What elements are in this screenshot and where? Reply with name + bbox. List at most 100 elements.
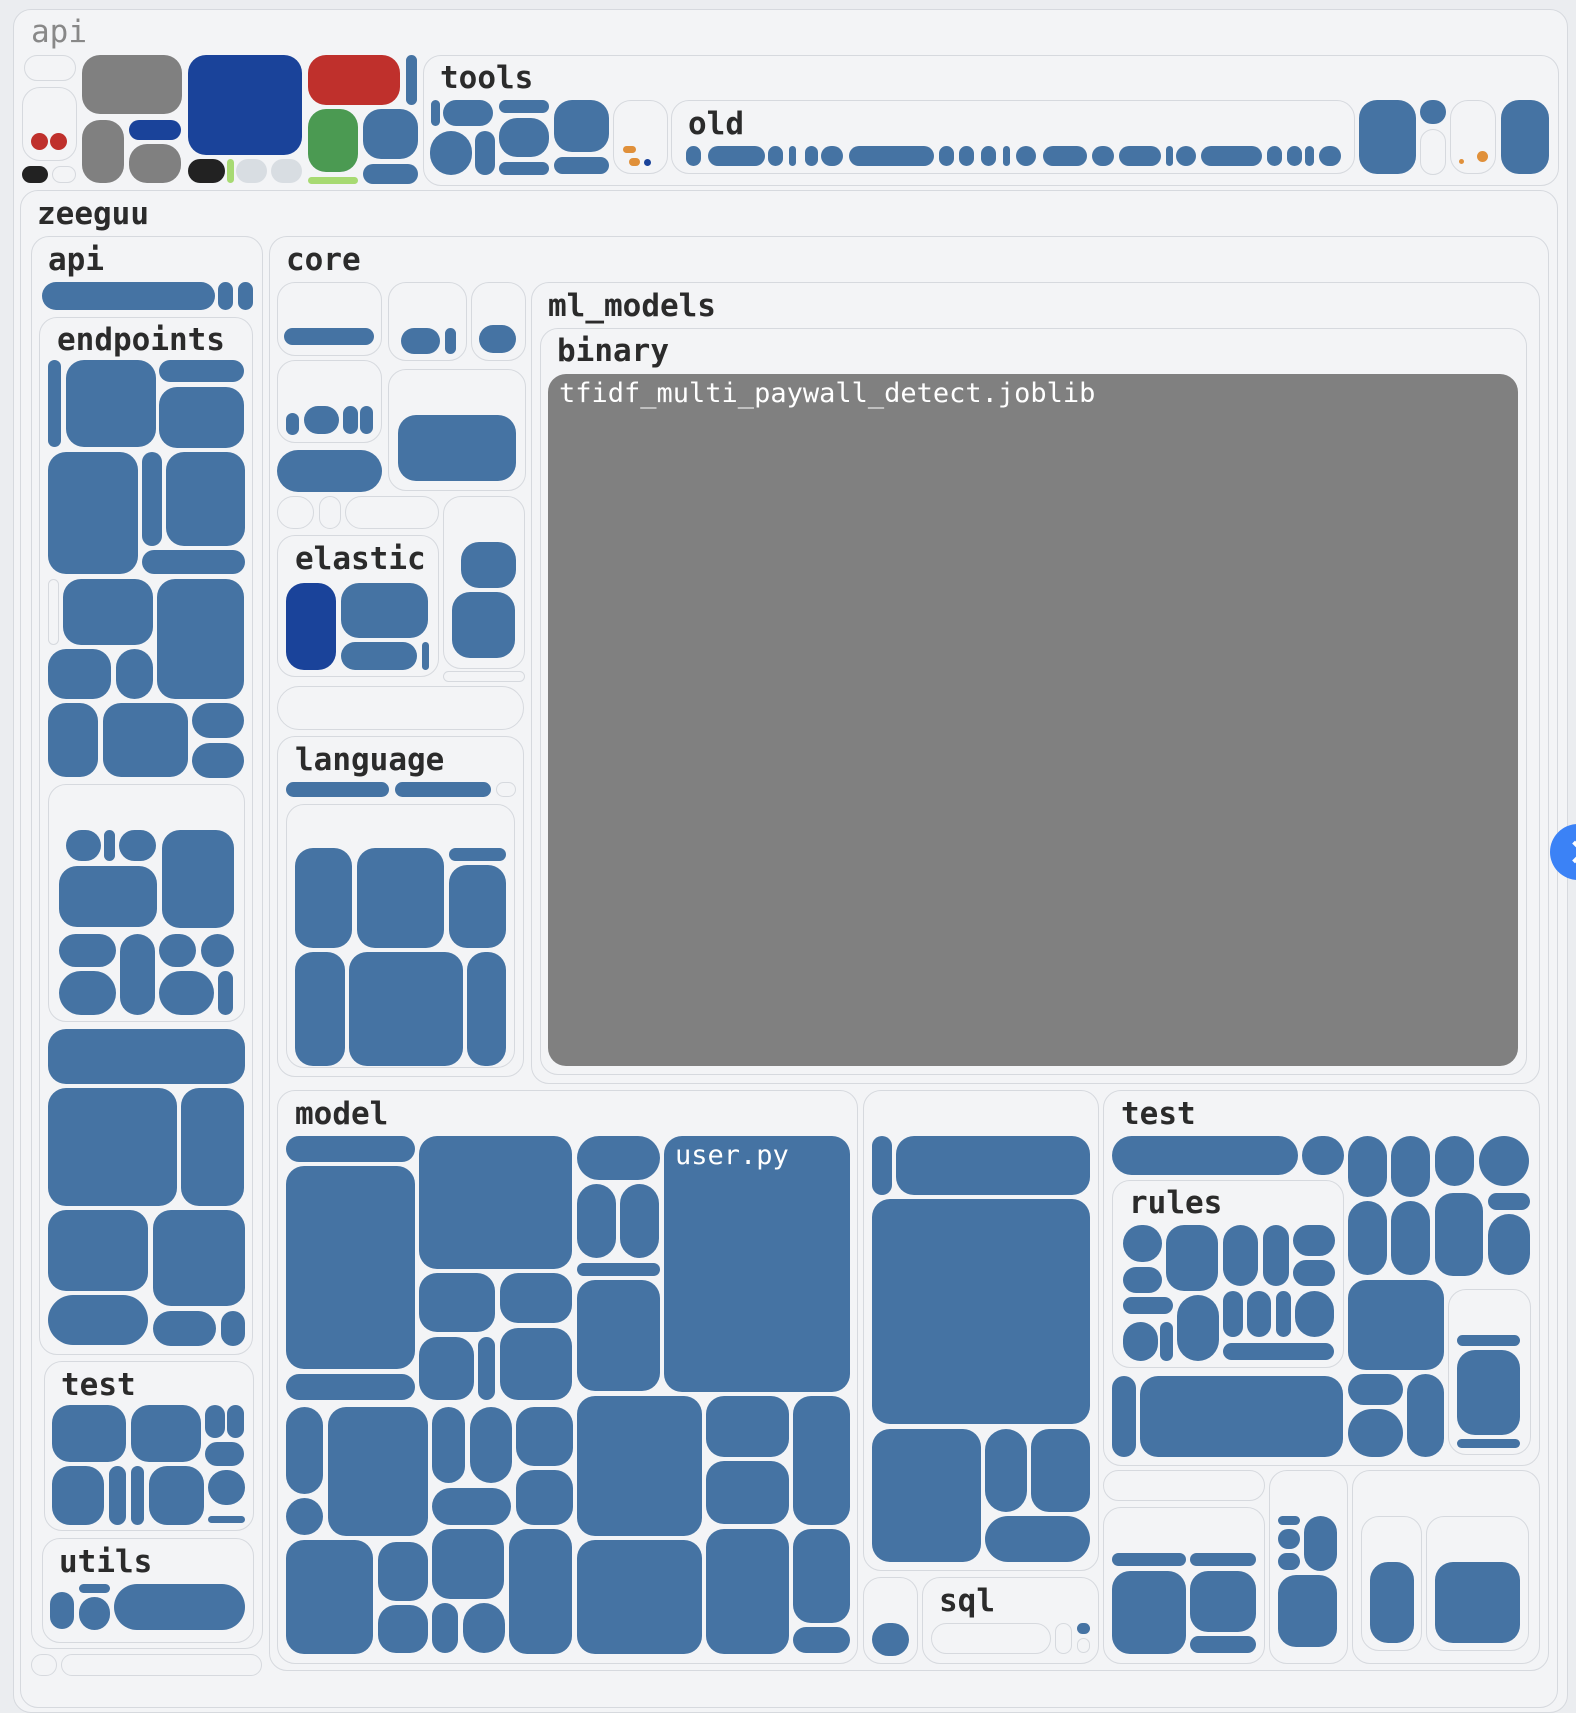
file-tile[interactable] bbox=[706, 1396, 789, 1457]
empty-folder[interactable] bbox=[319, 496, 341, 529]
file-tile[interactable] bbox=[59, 934, 116, 967]
file-tile[interactable] bbox=[1477, 151, 1488, 162]
file-tile[interactable] bbox=[153, 1210, 245, 1306]
empty-folder[interactable] bbox=[345, 496, 439, 529]
file-tile[interactable] bbox=[1435, 1136, 1474, 1186]
file-tile[interactable] bbox=[872, 1136, 892, 1195]
file-tile[interactable] bbox=[467, 952, 506, 1066]
file-tile[interactable] bbox=[208, 1470, 245, 1505]
folder-tools-sub2[interactable] bbox=[1450, 100, 1496, 174]
file-tile[interactable] bbox=[789, 146, 796, 166]
file-tile[interactable] bbox=[1278, 1529, 1300, 1549]
file-tile[interactable] bbox=[66, 830, 101, 861]
file-tile[interactable] bbox=[430, 131, 472, 175]
file-tile[interactable] bbox=[50, 1592, 74, 1629]
file-tile[interactable] bbox=[1223, 1225, 1258, 1286]
file-tile[interactable] bbox=[48, 703, 98, 777]
file-tile[interactable] bbox=[452, 592, 515, 658]
file-tile[interactable] bbox=[1435, 1193, 1483, 1276]
file-tile[interactable] bbox=[31, 133, 48, 150]
empty-folder[interactable] bbox=[496, 782, 516, 797]
file-tile[interactable] bbox=[1348, 1136, 1387, 1197]
file-tile[interactable] bbox=[341, 642, 417, 670]
file-tile[interactable] bbox=[142, 550, 245, 574]
file-tile[interactable] bbox=[162, 830, 234, 928]
file-tile[interactable] bbox=[793, 1627, 850, 1653]
file-tile[interactable] bbox=[1223, 1343, 1334, 1360]
file-tile[interactable] bbox=[1223, 1291, 1243, 1337]
file-tile[interactable] bbox=[706, 1461, 789, 1524]
file-tile[interactable] bbox=[1119, 146, 1161, 166]
file-tile[interactable] bbox=[1459, 159, 1464, 164]
file-tile[interactable] bbox=[1190, 1571, 1256, 1632]
file-tile[interactable] bbox=[1391, 1201, 1430, 1275]
file-tile[interactable] bbox=[1391, 1136, 1430, 1197]
file-tfidf-joblib[interactable] bbox=[548, 374, 1518, 1066]
file-tile[interactable] bbox=[793, 1529, 850, 1623]
file-tile[interactable] bbox=[419, 1273, 495, 1332]
file-tile[interactable] bbox=[768, 146, 783, 166]
file-tile[interactable] bbox=[149, 1466, 204, 1525]
file-tile[interactable] bbox=[166, 452, 245, 546]
file-tile[interactable] bbox=[516, 1407, 573, 1466]
file-tile[interactable] bbox=[1077, 1623, 1090, 1634]
file-tile[interactable] bbox=[1488, 1214, 1530, 1275]
file-tile[interactable] bbox=[82, 55, 182, 114]
file-tile[interactable] bbox=[236, 159, 267, 183]
file-tile[interactable] bbox=[192, 703, 244, 738]
file-tile[interactable] bbox=[872, 1199, 1090, 1424]
empty-folder[interactable] bbox=[1420, 129, 1446, 175]
file-tile[interactable] bbox=[431, 100, 440, 126]
file-tile[interactable] bbox=[159, 387, 244, 448]
file-tile[interactable] bbox=[419, 1136, 572, 1269]
file-tile[interactable] bbox=[120, 934, 155, 1015]
file-tile[interactable] bbox=[1302, 1136, 1344, 1175]
file-tile[interactable] bbox=[286, 1407, 323, 1494]
folder-tools-sub[interactable] bbox=[613, 100, 668, 174]
file-tile[interactable] bbox=[449, 865, 506, 948]
file-tile[interactable] bbox=[357, 848, 444, 948]
file-tile[interactable] bbox=[1278, 1516, 1300, 1525]
file-tile[interactable] bbox=[872, 1429, 981, 1562]
file-tile[interactable] bbox=[554, 157, 609, 174]
file-tile[interactable] bbox=[1457, 1335, 1520, 1346]
file-tile[interactable] bbox=[1112, 1136, 1298, 1175]
file-tile[interactable] bbox=[308, 55, 400, 105]
file-tile[interactable] bbox=[79, 1597, 110, 1630]
file-tile[interactable] bbox=[1348, 1280, 1444, 1370]
file-tile[interactable] bbox=[131, 1405, 201, 1462]
file-tile[interactable] bbox=[1319, 146, 1341, 166]
file-tile[interactable] bbox=[939, 146, 954, 166]
file-tile[interactable] bbox=[328, 1407, 428, 1536]
file-tile[interactable] bbox=[1348, 1374, 1403, 1405]
file-tile[interactable] bbox=[59, 866, 157, 927]
file-tile[interactable] bbox=[304, 406, 339, 434]
file-tile[interactable] bbox=[116, 649, 153, 699]
file-tile[interactable] bbox=[499, 162, 549, 175]
file-tile[interactable] bbox=[1190, 1553, 1256, 1566]
file-tile[interactable] bbox=[1435, 1562, 1520, 1643]
file-tile[interactable] bbox=[1488, 1193, 1530, 1210]
file-tile[interactable] bbox=[295, 952, 345, 1066]
empty-folder[interactable] bbox=[443, 671, 525, 682]
file-tile[interactable] bbox=[295, 848, 352, 948]
file-tile[interactable] bbox=[479, 325, 516, 353]
file-tile[interactable] bbox=[157, 579, 244, 699]
file-tile[interactable] bbox=[620, 1184, 659, 1258]
file-tile[interactable] bbox=[343, 406, 358, 434]
file-tile[interactable] bbox=[398, 415, 516, 481]
file-tile[interactable] bbox=[277, 450, 382, 492]
file-tile[interactable] bbox=[706, 1529, 789, 1654]
file-tile[interactable] bbox=[1293, 1225, 1335, 1256]
file-tile[interactable] bbox=[985, 1516, 1090, 1562]
file-tile[interactable] bbox=[461, 542, 516, 588]
file-tile[interactable] bbox=[205, 1405, 225, 1438]
file-tile[interactable] bbox=[1123, 1225, 1162, 1262]
file-tile[interactable] bbox=[872, 1623, 909, 1656]
file-tile[interactable] bbox=[499, 100, 549, 113]
file-tile[interactable] bbox=[1420, 100, 1446, 124]
file-tile[interactable] bbox=[1112, 1376, 1136, 1457]
file-tile[interactable] bbox=[221, 1311, 245, 1346]
file-tile[interactable] bbox=[1348, 1201, 1387, 1275]
file-tile[interactable] bbox=[271, 159, 302, 183]
